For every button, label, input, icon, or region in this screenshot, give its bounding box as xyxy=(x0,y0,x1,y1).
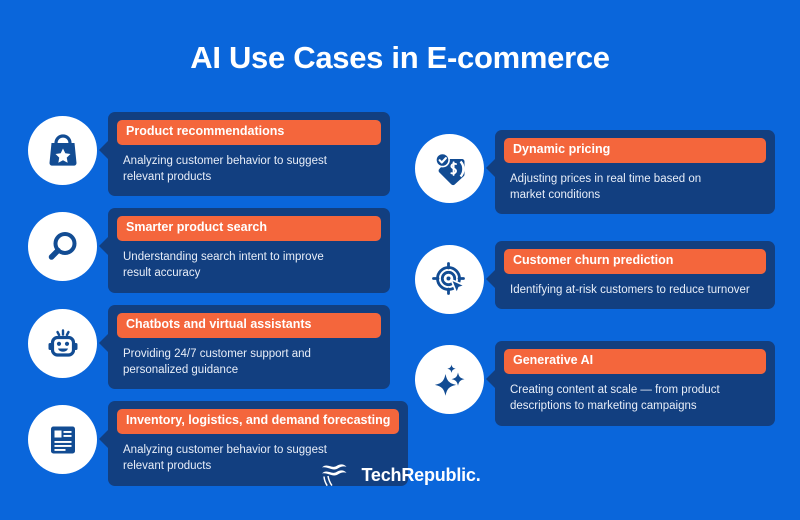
use-case-heading: Product recommendations xyxy=(117,120,381,145)
robot-chatbot-icon xyxy=(28,308,97,378)
use-case-row: Product recommendations Analyzing custom… xyxy=(28,112,390,197)
document-lines-icon xyxy=(28,405,97,475)
use-case-card: Chatbots and virtual assistants Providin… xyxy=(99,304,390,390)
use-case-body: Analyzing customer behavior to suggest r… xyxy=(123,443,327,473)
logo-text: TechRepublic. xyxy=(361,465,481,485)
shopping-bag-star-icon xyxy=(28,116,97,185)
use-case-heading: Dynamic pricing xyxy=(504,138,766,163)
use-case-card: Product recommendations Analyzing custom… xyxy=(99,112,390,197)
use-case-heading: Customer churn prediction xyxy=(504,249,766,275)
use-case-row: Dynamic pricing Adjusting prices in real… xyxy=(415,130,775,215)
use-case-body: Creating content at scale — from product… xyxy=(510,384,720,413)
footer: TechRepublic. xyxy=(0,459,800,492)
sparkles-icon xyxy=(415,345,484,415)
use-case-row: Smarter product search Understanding sea… xyxy=(28,208,390,293)
right-column: Dynamic pricing Adjusting prices in real… xyxy=(415,130,775,426)
magnifying-glass-icon xyxy=(28,212,97,282)
left-column: Product recommendations Analyzing custom… xyxy=(28,112,409,486)
use-case-card: Smarter product search Understanding sea… xyxy=(99,208,390,293)
use-case-row: Inventory, logistics, and demand forecas… xyxy=(28,401,409,486)
use-case-row: Generative AI Creating content at scale … xyxy=(415,341,775,426)
use-case-heading: Inventory, logistics, and demand forecas… xyxy=(117,409,400,434)
use-case-card: Inventory, logistics, and demand forecas… xyxy=(98,401,409,486)
use-case-body: Adjusting prices in real time based on m… xyxy=(510,172,702,202)
use-case-body: Identifying at-risk customers to reduce … xyxy=(510,284,750,297)
target-cursor-icon xyxy=(415,245,484,315)
page-title: AI Use Cases in E-commerce xyxy=(190,40,610,75)
use-case-body: Analyzing customer behavior to suggest r… xyxy=(123,154,327,184)
use-case-body: Providing 24/7 customer support and pers… xyxy=(123,347,311,376)
use-case-heading: Generative AI xyxy=(504,349,766,375)
use-case-row: Chatbots and virtual assistants Providin… xyxy=(28,304,390,390)
price-tag-check-icon xyxy=(415,134,484,203)
use-case-row: Customer churn prediction Identifying at… xyxy=(415,241,775,315)
techrepublic-wave-logo-icon xyxy=(319,459,353,492)
use-case-body: Understanding search intent to improve r… xyxy=(123,251,324,280)
use-case-heading: Chatbots and virtual assistants xyxy=(117,312,381,338)
use-case-card: Generative AI Creating content at scale … xyxy=(486,341,775,426)
use-case-card: Dynamic pricing Adjusting prices in real… xyxy=(486,130,775,215)
use-case-heading: Smarter product search xyxy=(117,216,381,242)
use-case-card: Customer churn prediction Identifying at… xyxy=(486,241,775,310)
